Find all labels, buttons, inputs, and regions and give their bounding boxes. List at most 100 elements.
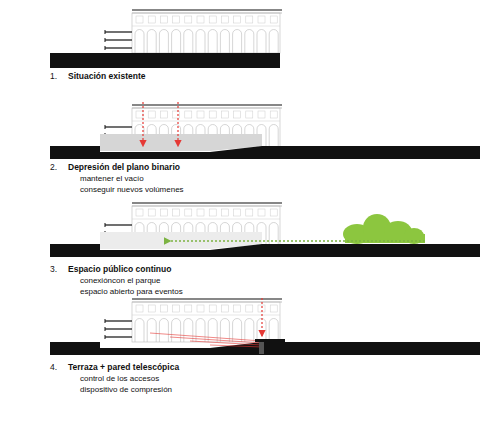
window <box>246 16 253 23</box>
arch <box>196 30 205 53</box>
red-arrow <box>261 298 262 336</box>
floor-slab <box>105 320 132 321</box>
park-trees <box>343 214 425 244</box>
arch <box>147 319 156 343</box>
window <box>185 209 192 216</box>
arch <box>257 30 266 53</box>
window <box>160 111 167 118</box>
arch <box>172 30 181 53</box>
cornice-line <box>132 104 282 105</box>
window <box>258 16 265 23</box>
red-arrow <box>142 102 143 146</box>
window <box>270 111 277 118</box>
floor-slab <box>105 126 132 127</box>
window <box>209 16 216 23</box>
window <box>209 111 216 118</box>
arch <box>233 30 242 53</box>
step-note: mantener el vacío <box>80 174 144 183</box>
window <box>197 209 204 216</box>
window <box>173 305 180 312</box>
floor-slab <box>105 31 132 32</box>
arch <box>233 319 242 343</box>
step-title: Terraza + pared telescópica <box>68 363 179 373</box>
step-note: conseguir nuevos volúmenes <box>80 185 184 194</box>
floor-slab <box>105 335 106 339</box>
floor-slab <box>105 224 132 225</box>
window <box>173 16 180 23</box>
window <box>185 16 192 23</box>
window <box>160 305 167 312</box>
ground-slab <box>50 342 480 355</box>
window <box>136 209 143 216</box>
window <box>148 209 155 216</box>
arch <box>208 319 217 343</box>
arch <box>245 319 254 343</box>
ground-slab <box>50 53 280 68</box>
arch <box>147 30 156 53</box>
window <box>136 16 143 23</box>
building-outline <box>132 13 280 53</box>
void-fill <box>100 134 262 151</box>
arch <box>269 30 278 53</box>
window <box>148 16 155 23</box>
step-number: 1. <box>50 72 57 82</box>
window <box>197 111 204 118</box>
window <box>234 305 241 312</box>
step-number: 4. <box>50 363 57 373</box>
window <box>209 305 216 312</box>
floor-slab <box>105 30 106 34</box>
window <box>173 209 180 216</box>
floor-line <box>132 315 280 316</box>
window <box>148 305 155 312</box>
arch <box>135 319 144 343</box>
window <box>136 111 143 118</box>
cornice-line <box>132 202 282 203</box>
telescopic-block <box>259 342 264 354</box>
step-number: 3. <box>50 265 57 275</box>
arch <box>172 319 181 343</box>
step-title: Situación existente <box>68 72 145 82</box>
window <box>197 305 204 312</box>
window <box>197 16 204 23</box>
arch <box>269 223 278 246</box>
floor-line <box>132 219 280 220</box>
floor-slab <box>105 336 132 337</box>
arch <box>159 319 168 343</box>
window <box>136 305 143 312</box>
arch <box>159 30 168 53</box>
red-arrow <box>177 102 178 146</box>
building-outline <box>132 302 280 342</box>
window <box>258 209 265 216</box>
floor-slab <box>105 47 132 48</box>
step-number: 2. <box>50 163 57 173</box>
arch <box>196 319 205 343</box>
cornice-line <box>132 298 282 299</box>
arch <box>135 30 144 53</box>
step-title: Depresión del plano binario <box>68 163 180 173</box>
window <box>234 111 241 118</box>
floor-slab <box>105 39 132 40</box>
cornice-line <box>132 9 282 10</box>
window <box>258 111 265 118</box>
window <box>246 209 253 216</box>
window <box>270 16 277 23</box>
floor-slab <box>105 38 106 42</box>
arch <box>208 30 217 53</box>
window <box>270 305 277 312</box>
arch <box>269 319 278 343</box>
terrace <box>255 339 285 342</box>
window <box>185 305 192 312</box>
arch <box>220 30 229 53</box>
floor-slab <box>105 328 132 329</box>
floor-slab <box>105 46 106 50</box>
arch <box>269 125 278 149</box>
step-title: Espacio público continuo <box>68 265 171 275</box>
step-note: conexióncon el parque <box>80 276 161 285</box>
ground-slab <box>50 146 480 159</box>
window <box>234 209 241 216</box>
window <box>221 16 228 23</box>
step-note: dispositivo de compresión <box>80 385 172 394</box>
window <box>270 209 277 216</box>
window <box>185 111 192 118</box>
floor-line <box>132 121 280 122</box>
